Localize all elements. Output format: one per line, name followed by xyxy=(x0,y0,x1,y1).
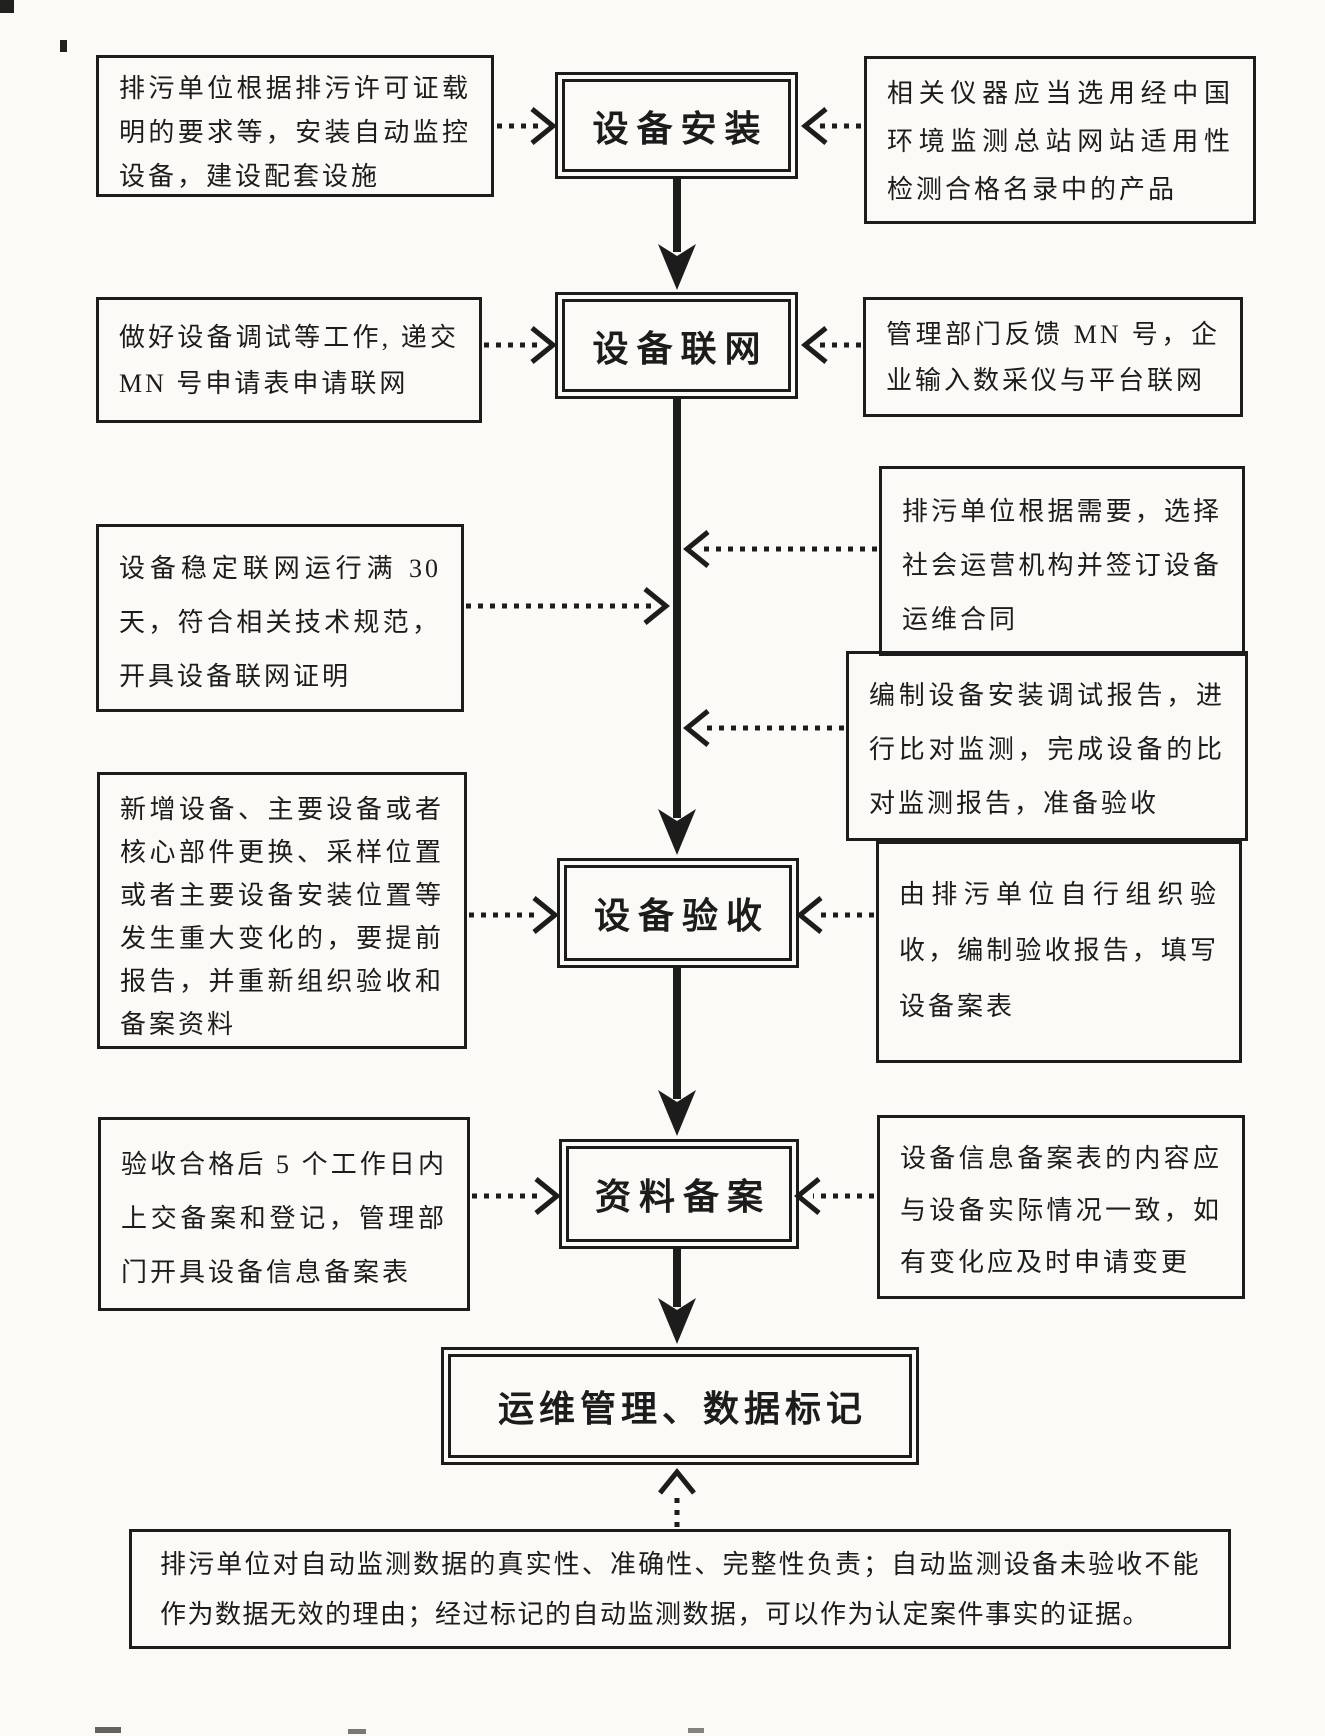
node-equipment-network: 设备联网 xyxy=(555,292,798,399)
scan-artifact xyxy=(0,0,14,13)
node-equipment-network-label: 设备联网 xyxy=(562,299,791,392)
note-filing-left: 验收合格后 5 个工作日内上交备案和登记，管理部门开具设备信息备案表 xyxy=(98,1117,470,1311)
arrow-network-to-acceptance xyxy=(658,399,696,855)
dotted-arrow-stable-run xyxy=(466,587,670,625)
note-operator-contract: 排污单位根据需要，选择社会运营机构并签订设备运维合同 xyxy=(879,466,1245,656)
dotted-arrow-major-change xyxy=(469,896,559,934)
node-data-filing: 资料备案 xyxy=(559,1139,799,1249)
node-data-filing-label: 资料备案 xyxy=(566,1146,792,1242)
dotted-arrow-self-acceptance xyxy=(796,896,874,934)
dotted-arrow-install-right xyxy=(801,107,861,145)
node-equipment-install: 设备安装 xyxy=(555,72,798,179)
node-equipment-acceptance: 设备验收 xyxy=(557,858,799,968)
note-install-left: 排污单位根据排污许可证载明的要求等，安装自动监控设备，建设配套设施 xyxy=(96,55,494,197)
note-self-acceptance: 由排污单位自行组织验收，编制验收报告，填写设备案表 xyxy=(876,841,1242,1063)
scan-artifact xyxy=(348,1729,366,1734)
note-network-right: 管理部门反馈 MN 号，企业输入数采仪与平台联网 xyxy=(863,297,1243,417)
node-equipment-install-label: 设备安装 xyxy=(562,79,791,172)
node-equipment-acceptance-label: 设备验收 xyxy=(564,865,792,961)
scan-artifact xyxy=(95,1727,121,1733)
node-operation-management: 运维管理、数据标记 xyxy=(441,1347,919,1465)
dotted-arrow-operator-contract xyxy=(683,530,877,568)
dotted-arrow-network-right xyxy=(801,326,861,364)
note-install-right: 相关仪器应当选用经中国环境监测总站网站适用性检测合格名录中的产品 xyxy=(864,56,1256,224)
dotted-arrow-network-left xyxy=(484,326,557,364)
note-network-left: 做好设备调试等工作, 递交 MN 号申请表申请联网 xyxy=(96,297,482,423)
node-operation-management-label: 运维管理、数据标记 xyxy=(448,1354,912,1458)
dotted-arrow-bottom-to-operation xyxy=(658,1468,696,1527)
note-stable-run: 设备稳定联网运行满 30 天，符合相关技术规范，开具设备联网证明 xyxy=(96,524,464,712)
arrow-acceptance-to-filing xyxy=(658,968,696,1136)
dotted-arrow-filing-right xyxy=(794,1177,874,1215)
note-responsibility-statement: 排污单位对自动监测数据的真实性、准确性、完整性负责；自动监测设备未验收不能作为数… xyxy=(129,1529,1231,1649)
note-major-change: 新增设备、主要设备或者核心部件更换、采样位置或者主要设备安装位置等发生重大变化的… xyxy=(97,772,467,1049)
dotted-arrow-filing-left xyxy=(472,1177,561,1215)
note-filing-right: 设备信息备案表的内容应与设备实际情况一致，如有变化应及时申请变更 xyxy=(877,1115,1245,1299)
dotted-arrow-debug-report xyxy=(683,709,844,747)
scan-artifact xyxy=(60,40,67,52)
arrow-install-to-network xyxy=(658,179,696,290)
arrow-filing-to-operation xyxy=(658,1249,696,1344)
note-debug-report: 编制设备安装调试报告，进行比对监测，完成设备的比对监测报告，准备验收 xyxy=(846,651,1248,841)
dotted-arrow-install-left xyxy=(497,107,557,145)
scan-artifact xyxy=(688,1728,704,1733)
